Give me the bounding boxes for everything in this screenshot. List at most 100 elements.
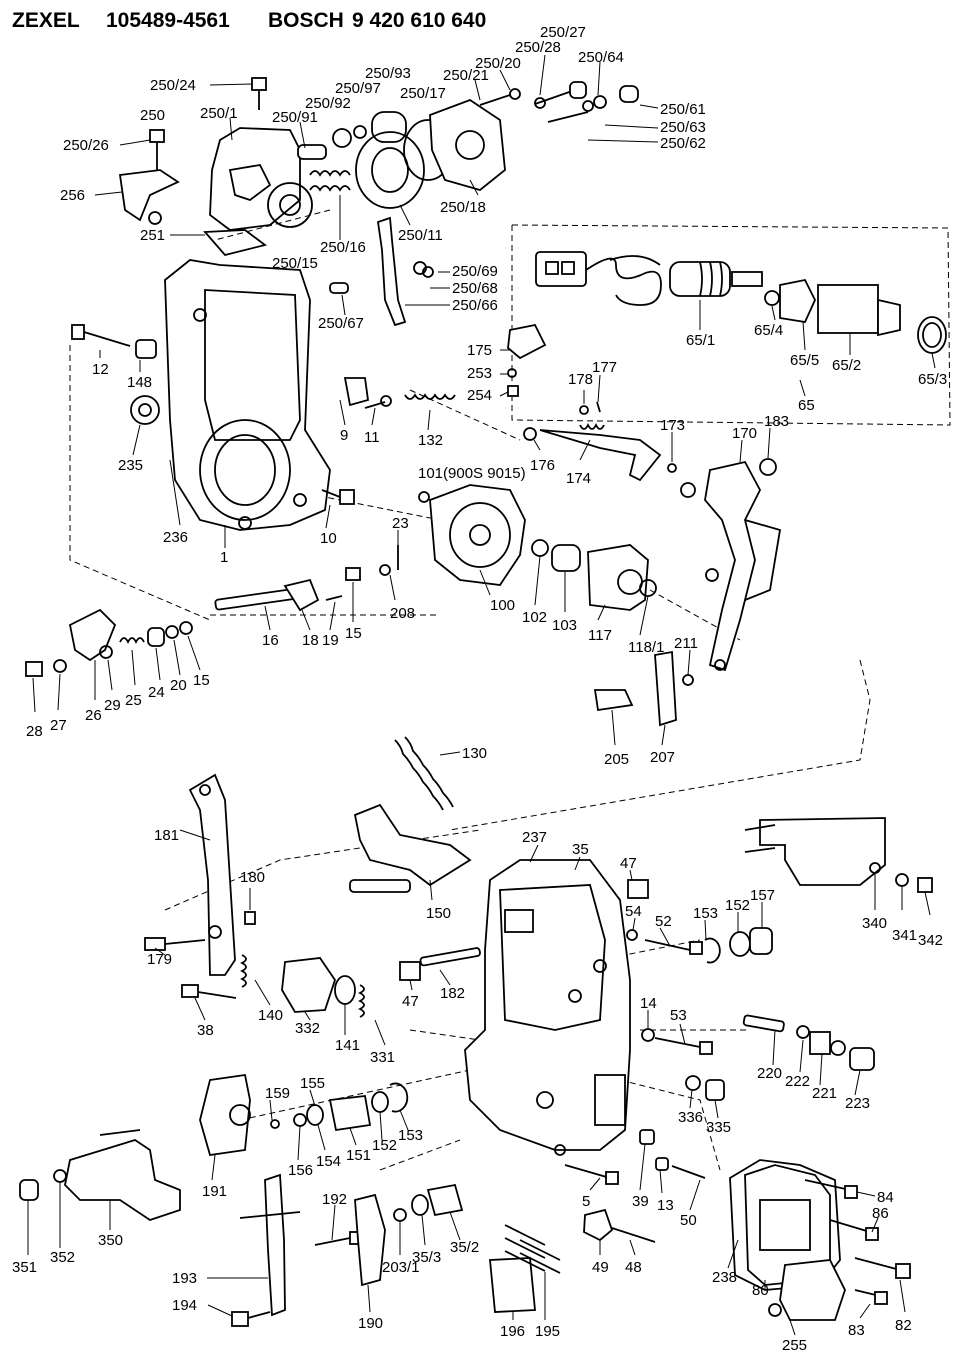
lever-193-190 xyxy=(231,1173,464,1327)
label-16: 16 xyxy=(262,632,279,649)
label-140: 140 xyxy=(258,1007,283,1024)
label-80: 80 xyxy=(752,1282,769,1299)
label-12: 12 xyxy=(92,361,109,378)
label-132: 132 xyxy=(418,432,443,449)
main-housing-1 xyxy=(71,259,331,531)
shaft-assembly-16 xyxy=(214,545,399,612)
header-brand-bosch: BOSCH xyxy=(268,9,344,32)
label-141: 141 xyxy=(335,1037,360,1054)
cover-80-assembly xyxy=(729,1159,911,1321)
parts-205-207 xyxy=(593,650,694,727)
label-193: 193 xyxy=(172,1270,197,1287)
label-250-97: 250/97 xyxy=(335,80,381,97)
label-23: 23 xyxy=(392,515,409,532)
label-250-11: 250/11 xyxy=(398,227,443,244)
label-1: 1 xyxy=(220,549,228,566)
label-155: 155 xyxy=(300,1075,325,1092)
label-250-92: 250/92 xyxy=(305,95,351,112)
lever-181 xyxy=(144,773,256,976)
springs-195-196 xyxy=(489,1224,561,1313)
parts-140-331 xyxy=(181,947,481,1018)
label-10: 10 xyxy=(320,530,337,547)
label-250: 250 xyxy=(140,107,165,124)
label-14: 14 xyxy=(640,995,657,1012)
label-211: 211 xyxy=(674,635,698,652)
lever-26-assembly xyxy=(25,608,193,677)
flyweight-assembly xyxy=(418,484,657,611)
parts-220-223 xyxy=(641,1014,875,1071)
label-83: 83 xyxy=(848,1322,865,1339)
label-250-69: 250/69 xyxy=(452,263,498,280)
label-38: 38 xyxy=(197,1022,214,1039)
label-153b: 153 xyxy=(398,1127,423,1144)
label-250-16: 250/16 xyxy=(320,239,366,256)
label-86: 86 xyxy=(872,1205,889,1222)
label-20: 20 xyxy=(170,677,187,694)
label-170: 170 xyxy=(732,425,757,442)
label-250-93: 250/93 xyxy=(365,65,411,82)
lever-250-66 xyxy=(329,216,434,327)
label-223: 223 xyxy=(845,1095,870,1112)
label-101-900s-9015: 101(900S 9015) xyxy=(418,465,526,482)
label-25: 25 xyxy=(125,692,142,709)
label-235: 235 xyxy=(118,457,143,474)
label-177: 177 xyxy=(592,359,617,376)
label-50: 50 xyxy=(680,1212,697,1229)
label-11: 11 xyxy=(364,429,380,446)
label-65-2: 65/2 xyxy=(832,357,861,374)
label-118-1: 118/1 xyxy=(628,639,664,656)
label-65: 65 xyxy=(798,397,815,414)
label-179: 179 xyxy=(147,951,172,968)
label-341: 341 xyxy=(892,927,917,944)
label-251: 251 xyxy=(140,227,165,244)
label-26: 26 xyxy=(85,707,102,724)
label-174: 174 xyxy=(566,470,591,487)
parts-175-253-254 xyxy=(507,323,547,397)
label-181: 181 xyxy=(154,827,179,844)
label-173: 173 xyxy=(660,417,685,434)
spring-130-lever-150 xyxy=(349,736,472,893)
label-130: 130 xyxy=(462,745,487,762)
small-parts-9-11-132 xyxy=(321,377,456,505)
label-18: 18 xyxy=(302,632,319,649)
label-29: 29 xyxy=(104,697,121,714)
label-250-67: 250/67 xyxy=(318,315,364,332)
label-342: 342 xyxy=(918,932,943,949)
label-250-27: 250/27 xyxy=(540,24,586,41)
label-253: 253 xyxy=(467,365,492,382)
parts-47-52-157 xyxy=(626,879,773,964)
solenoid-assembly-65 xyxy=(535,251,947,354)
label-150: 150 xyxy=(426,905,451,922)
label-53: 53 xyxy=(670,1007,687,1024)
label-159: 159 xyxy=(265,1085,290,1102)
pump-housing-237 xyxy=(464,859,631,1156)
label-175: 175 xyxy=(467,342,492,359)
label-24: 24 xyxy=(148,684,165,701)
label-255: 255 xyxy=(782,1337,807,1354)
label-19: 19 xyxy=(322,632,339,649)
label-176: 176 xyxy=(530,457,555,474)
label-250-64: 250/64 xyxy=(578,49,624,66)
label-203-1: 203/1 xyxy=(382,1259,420,1276)
lever-170 xyxy=(680,458,782,672)
label-336: 336 xyxy=(678,1109,703,1126)
label-180: 180 xyxy=(240,869,265,886)
header-brand-zexel: ZEXEL xyxy=(12,9,80,32)
label-15a: 15 xyxy=(345,625,362,642)
header-bosch-code: 9 420 610 640 xyxy=(352,9,486,32)
label-48: 48 xyxy=(625,1259,642,1276)
label-157: 157 xyxy=(750,887,775,904)
label-238: 238 xyxy=(712,1269,737,1286)
label-35-2: 35/2 xyxy=(450,1239,479,1256)
parts-335-336 xyxy=(685,1075,725,1101)
label-47a: 47 xyxy=(620,855,637,872)
label-5: 5 xyxy=(582,1193,590,1210)
label-196: 196 xyxy=(500,1323,525,1340)
label-352: 352 xyxy=(50,1249,75,1266)
label-192: 192 xyxy=(322,1191,347,1208)
label-236: 236 xyxy=(163,529,188,546)
label-65-3: 65/3 xyxy=(918,371,947,388)
label-84: 84 xyxy=(877,1189,894,1206)
label-250-17: 250/17 xyxy=(400,85,446,102)
